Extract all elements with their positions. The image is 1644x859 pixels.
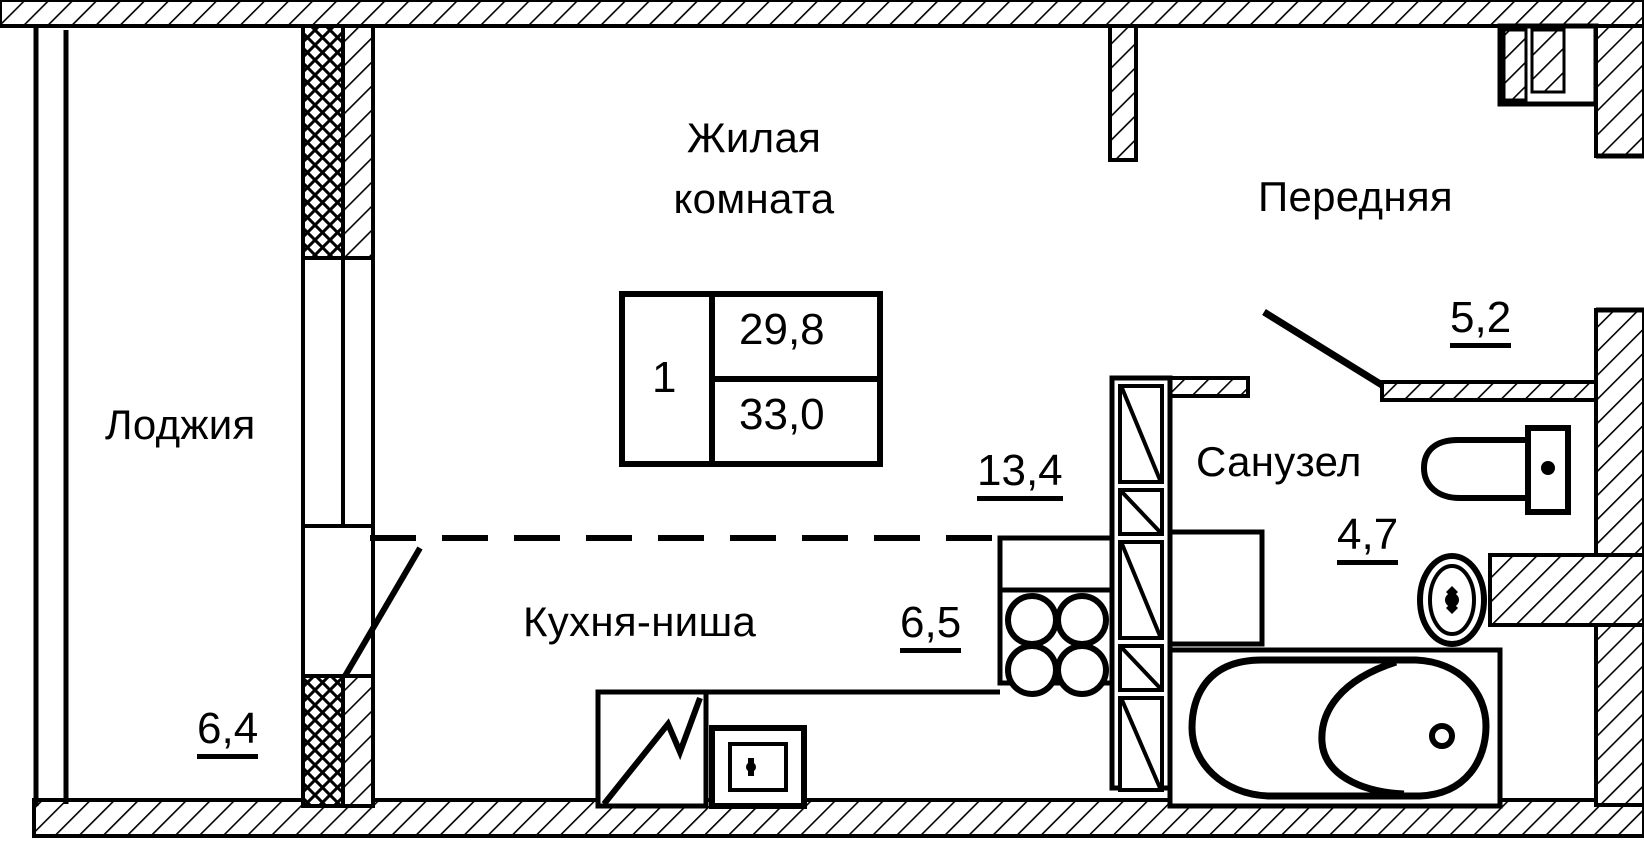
entry-door bbox=[1262, 309, 1598, 402]
area-value-loggia: 6,4 bbox=[197, 705, 259, 759]
area-value-living-zone: 13,4 bbox=[977, 447, 1063, 501]
room-label-bathroom: Санузел bbox=[1196, 438, 1362, 485]
room-label-loggia: Лоджия bbox=[105, 401, 256, 448]
top-right-wall-nook bbox=[1497, 23, 1644, 159]
kitchen-sink-icon bbox=[709, 725, 807, 809]
area-value-hall: 5,2 bbox=[1450, 294, 1512, 348]
right-exterior-walls bbox=[1488, 307, 1644, 807]
table-area-without-loggia: 29,8 bbox=[739, 305, 825, 354]
washing-machine-icon bbox=[595, 689, 709, 809]
wash-basin-icon bbox=[1417, 553, 1487, 647]
loggia-partition-wall bbox=[301, 24, 423, 808]
room-label-kitchen: Кухня-ниша bbox=[523, 598, 757, 645]
room-label-living-room-line1: Жилая bbox=[686, 114, 822, 161]
bathroom-left-wall-blocks bbox=[1109, 375, 1173, 792]
toilet-icon bbox=[1420, 425, 1571, 515]
stove-icon bbox=[1005, 593, 1109, 697]
room-label-hall: Передняя bbox=[1258, 173, 1453, 220]
bathtub-icon bbox=[1167, 647, 1503, 809]
area-value-kitchen: 6,5 bbox=[900, 599, 962, 653]
bathroom-cabinet bbox=[1167, 529, 1265, 647]
table-apartment-number: 1 bbox=[652, 353, 677, 402]
room-label-living-room-line2: комната bbox=[673, 174, 835, 222]
room-label-living-room: Жилая комната bbox=[664, 108, 844, 230]
area-summary-table-frame bbox=[619, 291, 883, 467]
area-value-bathroom: 4,7 bbox=[1337, 511, 1399, 565]
table-area-total: 33,0 bbox=[739, 390, 825, 439]
living-room-partition bbox=[1108, 24, 1138, 162]
